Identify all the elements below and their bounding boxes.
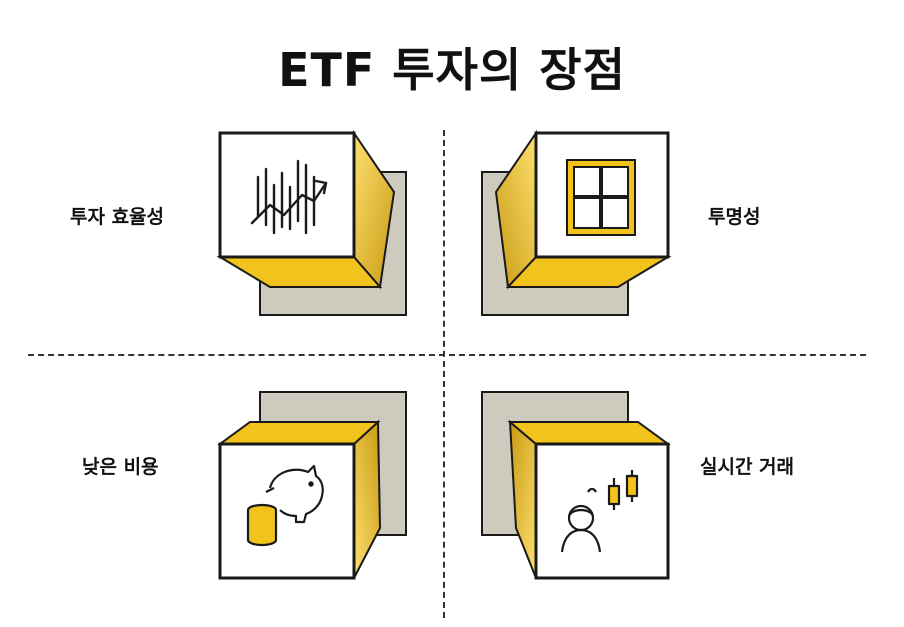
trader-candlestick-icon <box>560 470 639 553</box>
side-face <box>353 419 382 579</box>
top-face <box>507 421 672 445</box>
bottom-face <box>505 256 672 288</box>
cube-low-cost <box>216 391 407 580</box>
front-face <box>218 442 356 580</box>
trend-chart-icon <box>250 159 328 235</box>
cube-investment-efficiency <box>216 129 407 316</box>
label-investment-efficiency: 투자 효율성 <box>70 206 165 228</box>
label-realtime-trading: 실시간 거래 <box>700 456 795 478</box>
cube-transparency <box>481 129 672 316</box>
page-title: ETF 투자의 장점 <box>278 43 626 97</box>
bottom-face <box>216 256 383 288</box>
horizontal-divider <box>28 354 866 356</box>
vertical-divider <box>443 130 445 618</box>
label-low-cost: 낮은 비용 <box>82 456 159 478</box>
top-face <box>216 421 381 445</box>
label-transparency: 투명성 <box>708 206 761 228</box>
side-face <box>508 419 537 579</box>
piggy-bank-coins-icon <box>246 464 324 547</box>
front-face <box>534 442 670 580</box>
front-face <box>218 131 356 259</box>
cube-realtime-trading <box>481 391 672 580</box>
window-icon <box>566 159 636 236</box>
